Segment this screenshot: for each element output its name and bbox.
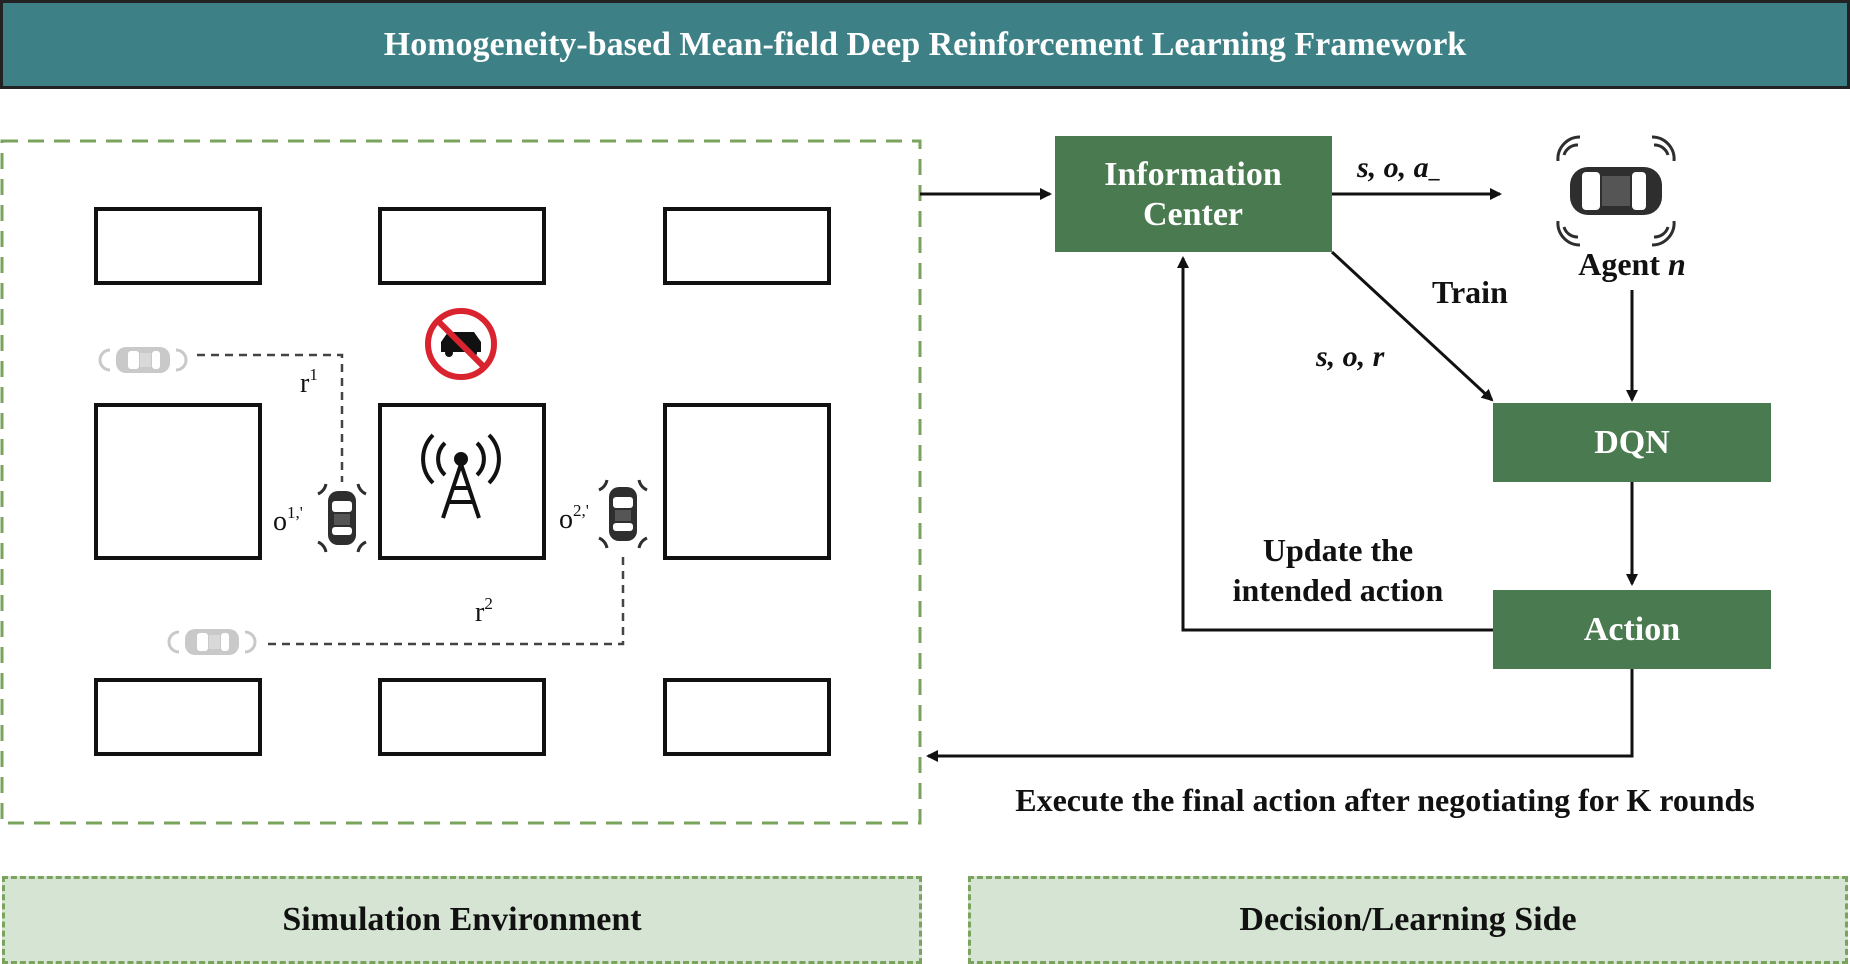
arrow-action-to-info — [1177, 256, 1493, 632]
o2-label: o2,' — [559, 501, 589, 535]
block — [378, 207, 546, 285]
simulation-frame — [0, 139, 922, 825]
information-center-box — [1055, 136, 1332, 252]
r1-label: r1 — [300, 365, 318, 399]
car-icon — [598, 479, 648, 549]
block — [94, 403, 262, 560]
dqn-label: DQN — [1594, 424, 1670, 461]
decision-side-footer: Decision/Learning Side — [968, 876, 1848, 964]
agent-car-icon — [1556, 135, 1676, 247]
dqn-box — [1493, 403, 1771, 482]
block — [663, 207, 831, 285]
o1-label: o1,' — [273, 503, 303, 537]
block — [378, 403, 546, 560]
block — [94, 678, 262, 756]
footer-left-label: Simulation Environment — [282, 901, 642, 938]
execute-label: Execute the final action after negotiati… — [1015, 782, 1755, 818]
action-label: Action — [1584, 611, 1680, 648]
agent-label: Agent n — [1578, 246, 1686, 282]
page-title: Homogeneity-based Mean-field Deep Reinfo… — [383, 25, 1467, 63]
r2-label: r2 — [475, 594, 493, 628]
update-line2: intended action — [1233, 572, 1444, 608]
car-icon — [167, 629, 257, 655]
simulation-environment-footer: Simulation Environment — [2, 876, 922, 964]
antenna-tower-icon — [421, 433, 501, 519]
action-box — [1493, 590, 1771, 669]
info-center-line2: Center — [1143, 196, 1243, 233]
info-center-line1: Information — [1104, 156, 1282, 193]
soa-label: s, o, a– — [1356, 151, 1440, 190]
sor-label: s, o, r — [1315, 340, 1385, 373]
block — [94, 207, 262, 285]
block — [663, 678, 831, 756]
arrow-info-to-dqn — [1330, 250, 1494, 402]
car-icon — [317, 483, 367, 553]
footer-right-label: Decision/Learning Side — [1239, 901, 1577, 938]
dashed-links — [197, 353, 625, 646]
block — [663, 403, 831, 560]
train-label: Train — [1432, 274, 1508, 310]
no-car-sign-icon — [425, 308, 497, 380]
update-line1: Update the — [1263, 532, 1413, 568]
arrow-action-to-sim — [926, 669, 1634, 762]
title-banner: Homogeneity-based Mean-field Deep Reinfo… — [0, 0, 1850, 89]
car-icon — [98, 347, 188, 373]
block — [378, 678, 546, 756]
city-blocks — [94, 207, 831, 756]
